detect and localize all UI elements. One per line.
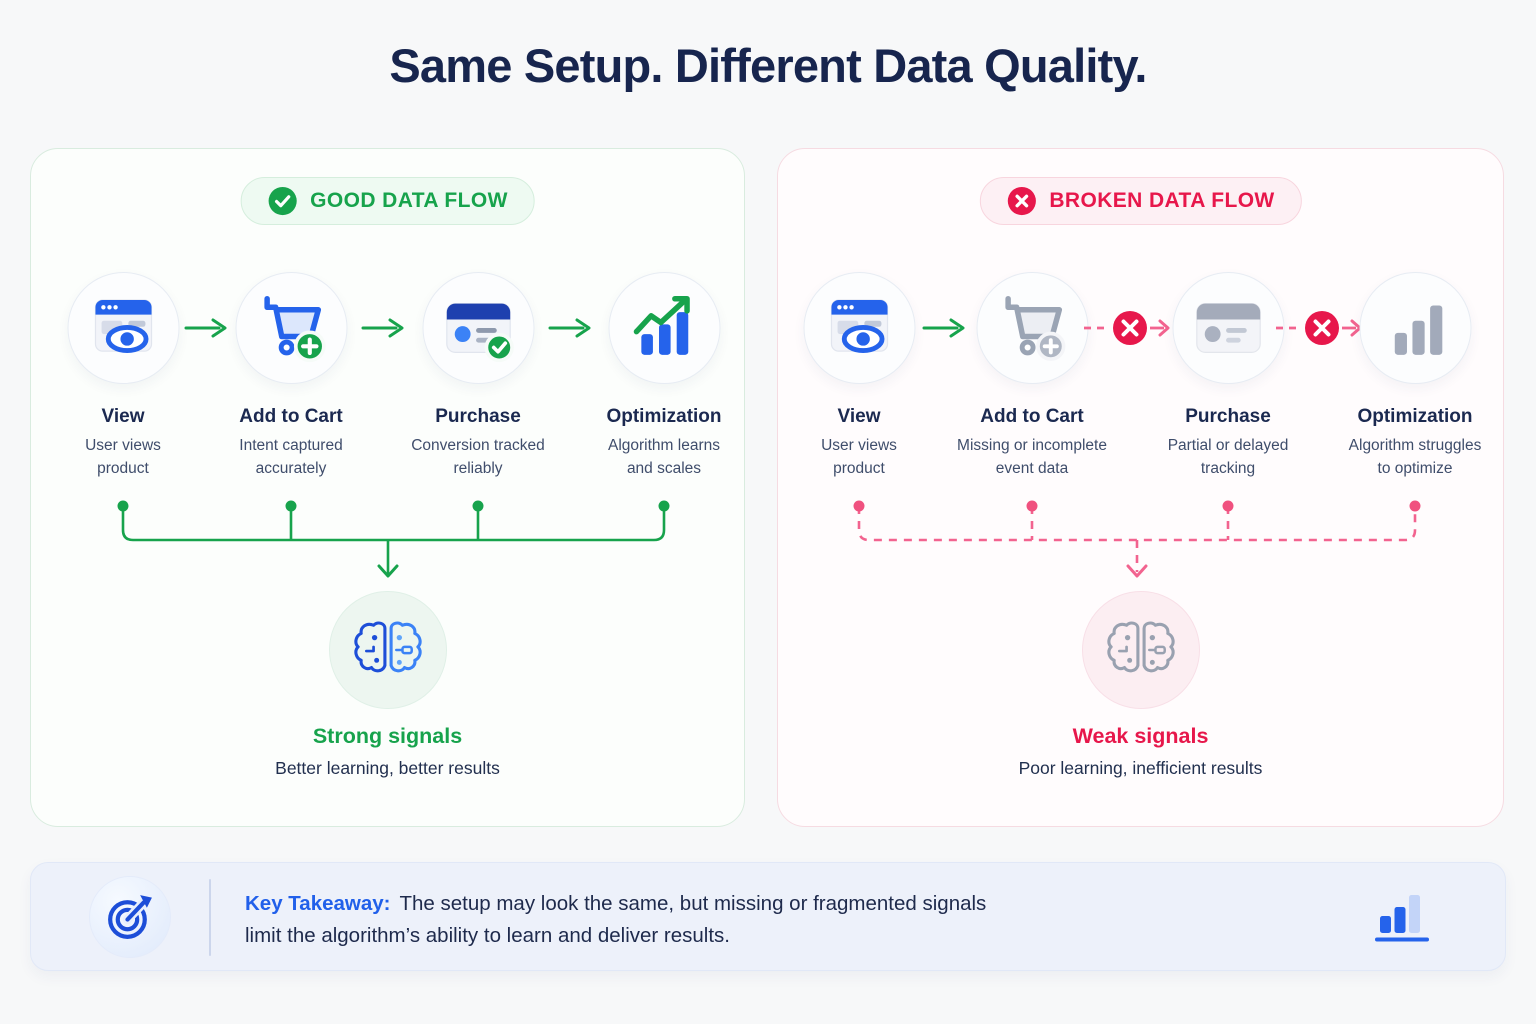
good-flow-badge: GOOD DATA FLOW [240,177,535,225]
view-step-circle [803,272,915,384]
broken-step-add-to-cart: Add to Cart Missing or incomplete event … [950,272,1115,481]
browser-eye-icon [830,299,888,353]
bar-chart-icon [1375,895,1429,942]
broken-link-x-icon [1084,311,1170,345]
step-title: Purchase [1185,406,1271,427]
step-title: Purchase [435,406,521,427]
good-step-optimization: Optimization Algorithm learns and scales [582,272,747,481]
cart-plus-icon [263,296,326,363]
browser-eye-icon [94,299,152,353]
step-desc: Intent captured accurately [239,437,343,477]
target-badge [89,876,171,958]
weak-signal-funnel-connector [853,500,1421,578]
good-flow-badge-label: GOOD DATA FLOW [310,189,508,212]
step-title: Add to Cart [980,406,1084,427]
cart-step-circle [976,272,1088,384]
signal-title: Strong signals [312,724,463,748]
brain-circuit-icon [353,621,422,673]
target-arrow-icon [108,895,152,939]
optimization-step-circle [1359,272,1471,384]
cart-gray-icon [1004,296,1065,361]
flow-arrow-icon [361,318,404,338]
step-desc: Missing or incomplete event data [957,437,1107,477]
signal-desc: Better learning, better results [275,758,500,778]
good-data-flow-panel: GOOD DATA FLOW View User views product [30,148,745,827]
page-title: Same Setup. Different Data Quality. [389,39,1147,92]
step-title: View [837,406,881,427]
brain-gray-icon [1106,621,1175,673]
good-step-purchase: Purchase Conversion tracked reliably [396,272,561,481]
x-circle-icon [1007,186,1036,216]
broken-flow-badge: BROKEN DATA FLOW [979,177,1302,225]
check-circle-icon [268,186,297,216]
step-title: Add to Cart [239,406,343,427]
card-check-icon [445,303,514,363]
broken-step-optimization: Optimization Algorithm struggles to opti… [1333,272,1498,481]
step-desc: Partial or delayed tracking [1167,437,1289,477]
step-title: View [101,406,145,427]
step-desc: Algorithm learns and scales [608,437,720,477]
optimization-step-circle [608,272,720,384]
key-takeaway-text: The setup may look the same, but missing… [245,892,987,947]
flow-arrow-icon [922,318,965,338]
step-desc: User views product [821,437,897,477]
step-desc: User views product [85,437,161,477]
key-takeaway-text-block: Key Takeaway:The setup may look the same… [245,888,1055,952]
step-title: Optimization [606,406,722,427]
bars-gray-icon [1394,305,1442,355]
cart-step-circle [235,272,347,384]
flow-arrow-icon [548,318,591,338]
purchase-step-circle [1172,272,1284,384]
good-step-add-to-cart: Add to Cart Intent captured accurately [209,272,374,481]
purchase-step-circle [422,272,534,384]
signal-title: Weak signals [1072,724,1209,748]
key-takeaway-bar: Key Takeaway:The setup may look the same… [30,862,1506,971]
weak-brain-badge [1081,591,1200,709]
step-title: Optimization [1357,406,1473,427]
broken-step-view: View User views product [777,272,942,481]
growth-chart-icon [633,296,690,355]
key-takeaway-label: Key Takeaway: [245,892,391,915]
footer-divider [209,879,211,956]
signal-desc: Poor learning, inefficient results [1018,758,1263,778]
step-desc: Conversion tracked reliably [411,437,545,477]
card-gray-icon [1195,303,1261,353]
good-step-view: View User views product [41,272,206,481]
flow-arrow-icon [184,318,227,338]
broken-step-purchase: Purchase Partial or delayed tracking [1146,272,1311,481]
signal-funnel-connector [117,500,670,578]
broken-data-flow-panel: BROKEN DATA FLOW View User views product [777,148,1504,827]
strong-brain-badge [328,591,447,709]
step-desc: Algorithm struggles to optimize [1348,437,1482,477]
view-step-circle [67,272,179,384]
broken-flow-badge-label: BROKEN DATA FLOW [1049,189,1275,212]
